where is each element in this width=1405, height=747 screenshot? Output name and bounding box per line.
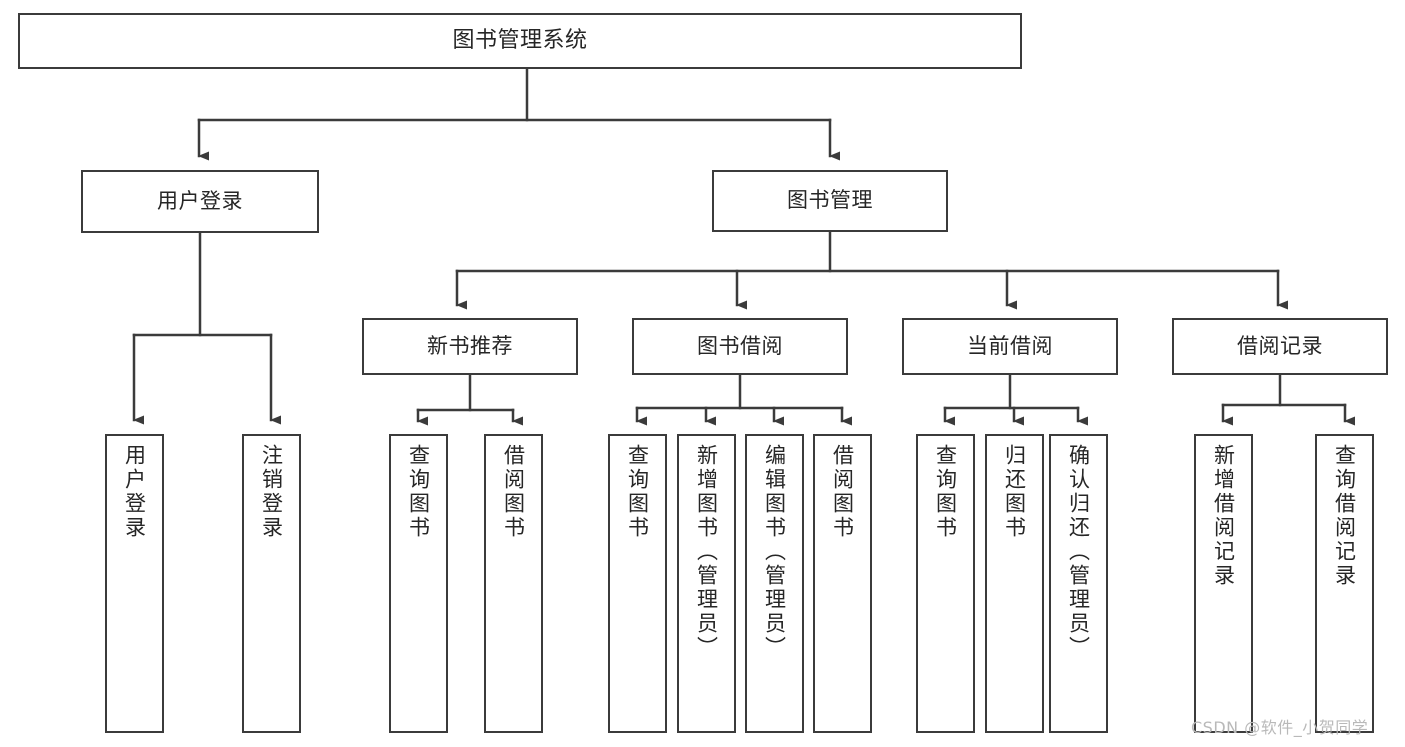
leaf-query-book-new-rec[interactable]: 查询图书 — [389, 434, 448, 733]
node-label: 新增图书（管理员） — [694, 444, 719, 660]
node-label: 查询借阅记录 — [1332, 444, 1357, 588]
leaf-return-book[interactable]: 归还图书 — [985, 434, 1044, 733]
node-label: 用户登录 — [122, 444, 147, 540]
node-label: 查询图书 — [933, 444, 958, 540]
node-label: 用户登录 — [157, 188, 243, 213]
node-label: 当前借阅 — [967, 333, 1053, 358]
node-book-borrow[interactable]: 图书借阅 — [632, 318, 848, 375]
node-label: 归还图书 — [1002, 444, 1027, 540]
node-label: 借阅记录 — [1237, 333, 1323, 358]
leaf-user-login[interactable]: 用户登录 — [105, 434, 164, 733]
node-label: 编辑图书（管理员） — [762, 444, 787, 660]
leaf-confirm-return-admin[interactable]: 确认归还（管理员） — [1049, 434, 1108, 733]
node-label: 查询图书 — [625, 444, 650, 540]
node-book-management[interactable]: 图书管理 — [712, 170, 948, 232]
node-label: 图书管理系统 — [452, 27, 588, 53]
node-label: 注销登录 — [259, 444, 284, 540]
node-root-book-management-system[interactable]: 图书管理系统 — [18, 13, 1022, 69]
node-borrow-record[interactable]: 借阅记录 — [1172, 318, 1388, 375]
node-label: 新增借阅记录 — [1211, 444, 1236, 588]
node-label: 新书推荐 — [427, 333, 513, 358]
node-label: 查询图书 — [406, 444, 431, 540]
node-new-book-recommendation[interactable]: 新书推荐 — [362, 318, 578, 375]
node-label: 确认归还（管理员） — [1066, 444, 1091, 660]
node-label: 借阅图书 — [830, 444, 855, 540]
leaf-query-book-borrow[interactable]: 查询图书 — [608, 434, 667, 733]
leaf-borrow-book-new-rec[interactable]: 借阅图书 — [484, 434, 543, 733]
node-label: 借阅图书 — [501, 444, 526, 540]
leaf-edit-book-admin[interactable]: 编辑图书（管理员） — [745, 434, 804, 733]
leaf-add-borrow-record[interactable]: 新增借阅记录 — [1194, 434, 1253, 733]
leaf-logout-login[interactable]: 注销登录 — [242, 434, 301, 733]
node-current-borrow[interactable]: 当前借阅 — [902, 318, 1118, 375]
node-label: 图书管理 — [787, 188, 873, 213]
csdn-watermark: CSDN @软件_小贺同学 — [1191, 718, 1369, 737]
leaf-borrow-book[interactable]: 借阅图书 — [813, 434, 872, 733]
node-label: 图书借阅 — [697, 333, 783, 358]
leaf-query-book-current[interactable]: 查询图书 — [916, 434, 975, 733]
leaf-add-book-admin[interactable]: 新增图书（管理员） — [677, 434, 736, 733]
leaf-query-borrow-record[interactable]: 查询借阅记录 — [1315, 434, 1374, 733]
node-user-login[interactable]: 用户登录 — [81, 170, 319, 233]
